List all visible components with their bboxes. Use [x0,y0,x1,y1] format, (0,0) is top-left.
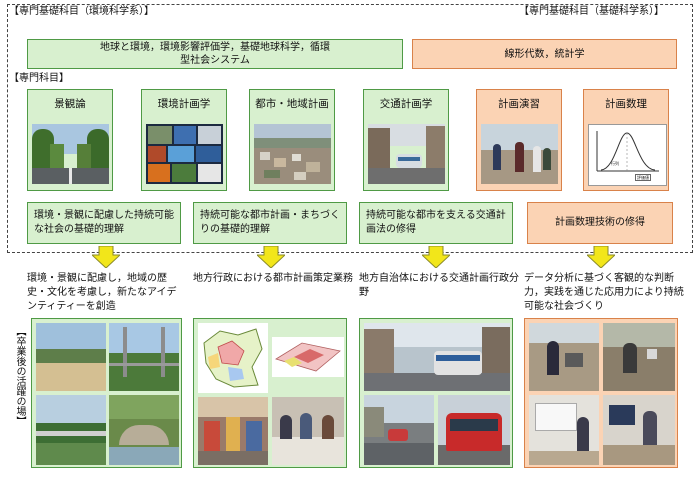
basic-course-basic-science-text: 線形代数，統計学 [504,48,585,60]
basic-course-env-science: 地球と環境，環境影響評価学，基礎地球科学，循環型社会システム [27,39,403,69]
suspension-bridge-photo [109,323,179,391]
city-plan-map [198,323,268,393]
field-survey-photo [481,124,558,184]
probability-curve-graph: 行列 評価値 [588,124,667,186]
surveying-instrument-photo [603,323,675,391]
urban-3d-model-svg [275,342,341,372]
career-label: 【卒業後の活躍の場】 [14,326,25,426]
understanding-urban: 持続可能な都市計画・まちづくりの基礎的理解 [193,202,347,244]
city-aerial-photo [254,124,331,184]
course-title: 交通計画学 [379,98,433,110]
viaduct-photo [36,395,106,465]
course-environmental-planning: 環境計画学 [141,89,227,191]
presentation-photo [529,395,599,465]
curriculum-frame [7,4,693,253]
down-arrow-icon [422,246,450,268]
shopping-street-photo [198,397,268,465]
outcome-urban: 地方行政における都市計画策定業務 [193,273,353,284]
graph-mark-label: 行列 [611,161,619,166]
basic-course-basic-science: 線形代数，統計学 [412,39,677,69]
tram-city-street-photo [364,323,510,391]
probability-curve-svg [596,131,659,172]
understanding-text: 持続可能な都市計画・まちづくりの基礎的理解 [200,210,340,235]
workshop-meeting-photo [272,397,344,465]
stone-bridge-photo [109,395,179,465]
career-photo-panel-math [524,318,678,468]
course-title: 景観論 [54,98,86,110]
course-title: 都市・地域計画 [255,98,329,110]
down-arrow-icon [92,246,120,268]
understanding-text: 環境・景観に配慮した持続可能な社会の基礎的理解 [34,210,174,235]
field-measurement-photo [529,323,599,391]
urban-3d-model [272,337,344,377]
understanding-text: 計画数理技術の修得 [555,217,645,228]
city-plan-map-svg [203,328,263,388]
red-tram-photo [438,395,510,465]
course-title: 計画演習 [498,98,540,110]
outcome-math: データ分析に基づく客観的な判断力，実践を通じた応用力により持続可能な社会づくり [524,273,684,312]
computer-analysis-photo [603,395,675,465]
header-specialized: 【専門科目】 [9,73,69,84]
road-traffic-photo [364,395,434,465]
course-planning-mathematics: 計画数理 行列 評価値 [583,89,669,191]
tree-lined-avenue-photo [32,124,109,184]
course-planning-practice: 計画演習 [476,89,562,191]
tram-street-photo [368,124,445,184]
course-landscape: 景観論 [27,89,113,191]
course-title: 環境計画学 [157,98,211,110]
riverside-park-photo [36,323,106,391]
career-photo-panel-landscape [31,318,182,468]
graph-x-axis-label: 評価値 [635,174,651,181]
career-photo-panel-urban [193,318,347,468]
understanding-transport: 持続可能な都市を支える交通計画法の修得 [359,202,513,244]
understanding-text: 持続可能な都市を支える交通計画法の修得 [366,210,506,235]
environmental-photo-collage [146,124,223,184]
down-arrow-icon [257,246,285,268]
basic-course-env-science-text: 地球と環境，環境影響評価学，基礎地球科学，循環型社会システム [100,42,330,66]
course-title: 計画数理 [605,98,647,110]
down-arrow-icon [587,246,615,268]
header-env-science-basic: 【専門基礎科目（環境科学系）】 [9,6,154,17]
header-basic-science-basic: 【専門基礎科目（基礎科学系）】 [519,6,664,17]
outcome-landscape: 環境・景観に配慮し，地域の歴史・文化を考慮し，新たなアイデンティティーを創造 [27,273,177,312]
course-transportation-planning: 交通計画学 [363,89,449,191]
understanding-math: 計画数理技術の修得 [527,202,673,244]
understanding-landscape: 環境・景観に配慮した持続可能な社会の基礎的理解 [27,202,181,244]
outcome-transport: 地方自治体における交通計画行政分野 [359,273,519,298]
career-photo-panel-transport [359,318,513,468]
course-urban-regional-planning: 都市・地域計画 [249,89,335,191]
